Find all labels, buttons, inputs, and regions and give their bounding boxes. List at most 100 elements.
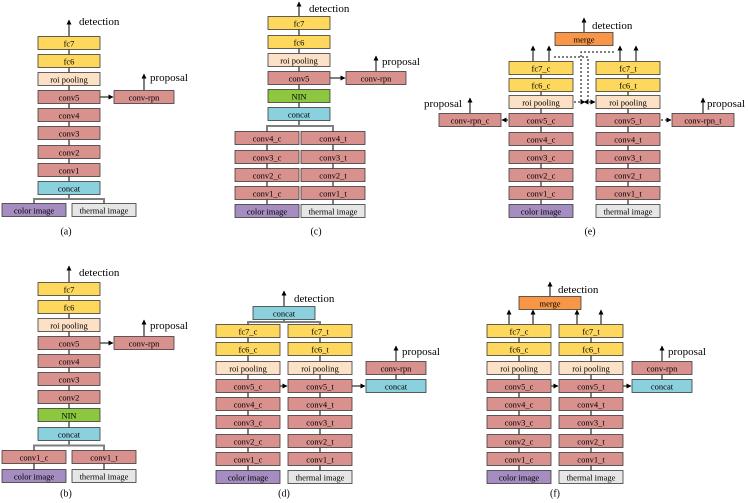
a-fc6-box [37,54,101,68]
f-conv4-t-label: conv4_t [577,400,605,410]
d-conv4-t-box [287,397,353,411]
c-fc6-box [267,35,331,49]
d-fc7-c-label: fc7_c [239,327,258,337]
e-conv1-c-label: conv1_c [527,189,556,199]
a-concat-label: concat [58,184,81,194]
e-detection-label: detection [592,20,633,32]
a-roi-pooling-label: roi pooling [50,75,88,85]
e-fc6-c-box [508,78,574,92]
b-fc7-box [37,282,101,296]
c-fc6-label: fc6 [294,38,305,48]
d-fc7-t-label: fc7_t [311,327,329,337]
b-conv3-label: conv3 [59,375,80,385]
a-conv1-box [37,163,101,177]
c-conv5-label: conv5 [289,74,310,84]
c-thermal-image-label: thermal image [309,207,358,217]
d-proposal-label: proposal [402,346,440,358]
f-color-image-label: color image [499,473,540,483]
d-fc6-c-label: fc6_c [239,345,258,355]
c-conv3-c-box [234,150,300,164]
f-fc7-t-box [558,324,624,338]
b-detection-label: detection [79,267,120,279]
c-conv2-c-label: conv2_c [253,171,282,181]
f-roi-t-label: roi pooling [572,364,610,374]
d-conv5-t-box [287,379,353,393]
d-conv3-c-label: conv3_c [234,418,263,428]
c-conv2-t-label: conv2_t [319,171,347,181]
e-roi-t-box [595,95,661,109]
c-conv5-box [267,71,331,85]
f-conv1-t-label: conv1_t [577,455,605,465]
d-conv4-t-label: conv4_t [306,400,334,410]
a-roi-pooling-box [37,72,101,86]
e-conv5-c-label: conv5_c [527,116,556,126]
b-color-image-label: color image [14,472,55,482]
f-conv2-t-box [558,434,624,448]
d-top-concat-label: concat [273,309,296,319]
e-conv-rpn-t-box [671,113,735,127]
e-conv3-t-box [595,150,661,164]
a-conv3-label: conv3 [59,129,80,139]
c-fc7-box [267,16,331,30]
d-conv3-t-box [287,415,353,429]
b-conv5-label: conv5 [59,339,80,349]
f-conv4-t-box [558,397,624,411]
e-fc6-c-label: fc6_c [532,81,551,91]
a-thermal-image-label: thermal image [80,206,129,216]
f-fc6-t-label: fc6_t [582,345,600,355]
c-color-image-box [234,204,300,218]
b-conv4-label: conv4 [59,357,81,367]
f-thermal-image-label: thermal image [567,473,616,483]
caption-e: (e) [584,227,595,238]
c-conv1-t-box [300,186,366,200]
e-thermal-image-box [595,204,661,218]
c-conv1-t-label: conv1_t [319,189,347,199]
c-nin-box [267,89,331,103]
b-conv-rpn-label: conv-rpn [129,339,160,349]
b-fc7-label: fc7 [64,285,75,295]
e-thermal-image-label: thermal image [604,207,653,217]
e-fc6-t-box [595,78,661,92]
f-fc7-t-label: fc7_t [582,327,600,337]
a-conv3-box [37,126,101,140]
a-conv-rpn-box [113,90,175,104]
d-conv5-t-label: conv5_t [306,382,334,392]
b-conv-rpn-box [113,336,175,350]
b-nin-box [37,408,101,422]
c-conv3-t-label: conv3_t [319,153,347,163]
f-rpn-concat-label: concat [651,382,674,392]
e-roi-c-box [508,95,574,109]
d-fc7-c-box [215,324,281,338]
d-thermal-image-label: thermal image [296,473,345,483]
e-conv5-c-box [508,113,574,127]
a-conv-rpn-label: conv-rpn [129,93,160,103]
d-top-concat-box [252,306,316,320]
b-conv1-c-label: conv1_c [20,453,49,463]
e-roi-t-label: roi pooling [609,98,647,108]
a-conv5-label: conv5 [59,93,80,103]
e-dashed-cross-1 [574,51,616,103]
c-color-image-label: color image [247,207,288,217]
c-conv4-c-box [234,131,300,145]
caption-b: (b) [60,489,72,500]
e-fc7-c-box [508,61,574,75]
d-rpn-concat-box [365,379,427,393]
d-conv1-c-box [215,452,281,466]
f-conv3-t-label: conv3_t [577,418,605,428]
b-fc6-label: fc6 [64,303,75,313]
c-conv4-t-box [300,131,366,145]
a-conv4-label: conv4 [59,111,81,121]
c-detection-label: detection [309,3,350,15]
b-roi-pooling-box [37,318,101,332]
a-fc7-label: fc7 [64,39,75,49]
f-conv4-c-label: conv4_c [505,400,534,410]
d-roi-t-box [287,361,353,375]
b-concat-label: concat [58,430,81,440]
caption-d: (d) [278,489,290,500]
c-conv-rpn-box [345,71,407,85]
c-conv4-t-label: conv4_t [319,134,347,144]
b-conv2-label: conv2 [59,393,80,403]
d-color-image-label: color image [228,473,269,483]
b-nin-label: NIN [61,411,76,421]
